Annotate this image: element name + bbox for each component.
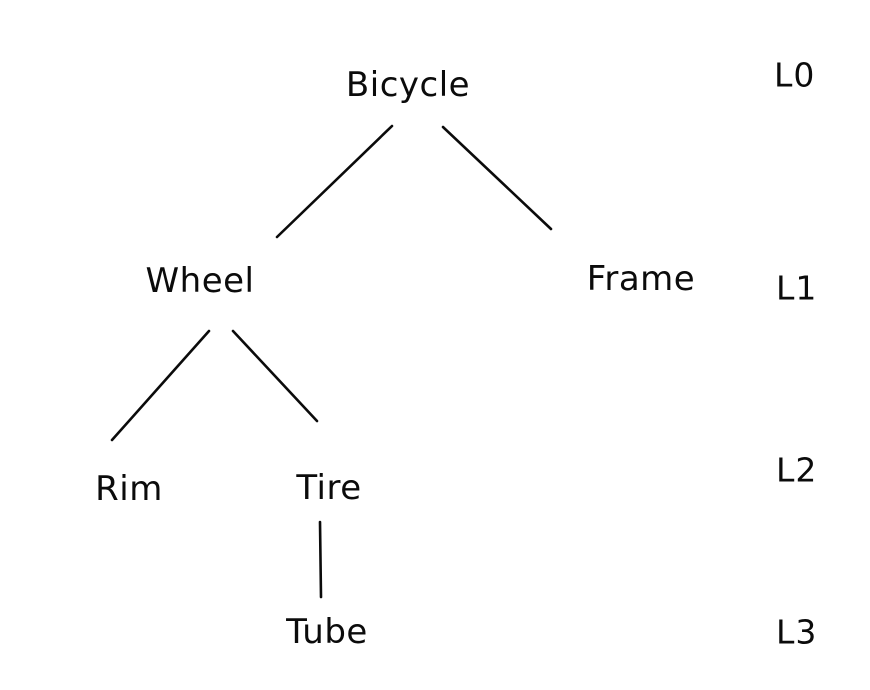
tree-edge-wheel-to-rim xyxy=(110,329,211,442)
tree-node-bicycle[interactable]: Bicycle xyxy=(345,65,471,105)
tree-edge-tire-to-tube xyxy=(318,520,323,599)
tree-edge-wheel-to-tire xyxy=(231,329,319,423)
tree-node-tire[interactable]: Tire xyxy=(296,468,362,508)
tree-node-rim[interactable]: Rim xyxy=(95,469,163,509)
level-label-l2: L2 xyxy=(776,450,818,490)
tree-edge-bicycle-to-frame xyxy=(441,125,553,231)
tree-node-wheel[interactable]: Wheel xyxy=(145,261,255,301)
level-label-l3: L3 xyxy=(776,612,818,652)
level-label-l1: L1 xyxy=(776,268,818,308)
tree-edge-bicycle-to-wheel xyxy=(275,124,394,239)
level-label-l0: L0 xyxy=(774,55,816,95)
tree-node-tube[interactable]: Tube xyxy=(286,612,368,652)
tree-node-frame[interactable]: Frame xyxy=(586,259,696,299)
